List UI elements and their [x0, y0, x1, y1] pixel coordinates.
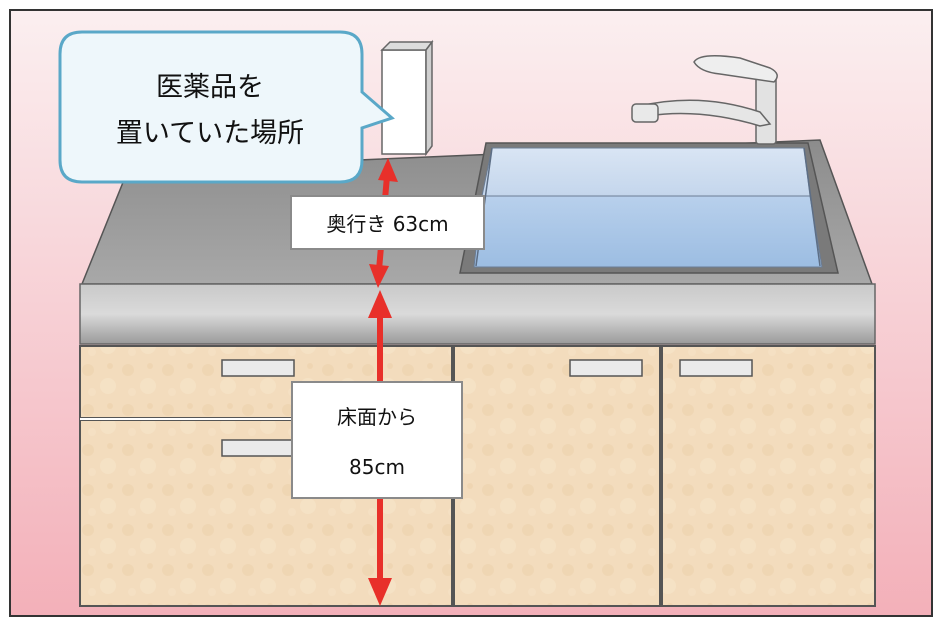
callout-text: 医薬品を 置いていた場所	[60, 36, 360, 186]
countertop-front-edge	[79, 283, 876, 345]
door-handle	[679, 359, 753, 377]
sink-basin	[473, 195, 823, 268]
cabinets	[79, 345, 876, 607]
height-label: 床面から 85cm	[291, 381, 463, 499]
sink-back-wall	[481, 147, 811, 197]
drawer-handle	[221, 359, 295, 377]
drawer-handle	[221, 439, 295, 457]
callout-line-1: 医薬品を	[156, 72, 264, 104]
cabinet-door-right	[661, 345, 876, 607]
cabinet-door-middle	[453, 345, 661, 607]
callout-line-2: 置いていた場所	[115, 118, 305, 149]
height-label-line-2: 85cm	[349, 454, 405, 479]
faucet	[631, 55, 778, 145]
depth-label: 奥行き 63cm	[290, 195, 485, 250]
callout-bubble	[58, 30, 395, 184]
door-handle	[569, 359, 643, 377]
height-label-line-1: 床面から	[337, 405, 417, 430]
medicine-box	[380, 39, 434, 157]
